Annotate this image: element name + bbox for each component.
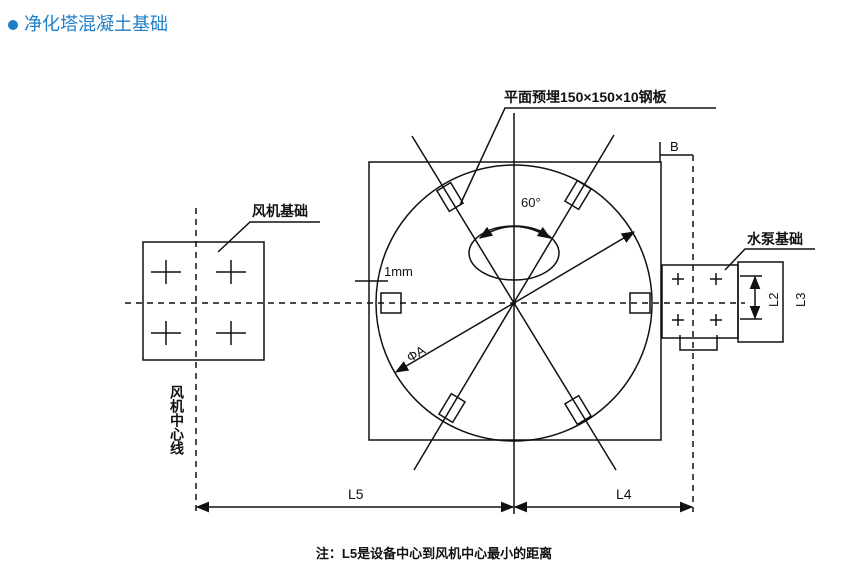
l2-label: L2 bbox=[766, 293, 781, 307]
fan-foundation bbox=[142, 241, 265, 361]
pump-bracket bbox=[679, 335, 718, 351]
tower-base-outline bbox=[368, 161, 662, 441]
angle-label: 60° bbox=[521, 195, 541, 210]
pump-leader bbox=[724, 248, 815, 271]
embedded-plates bbox=[380, 179, 651, 426]
bullet-icon bbox=[8, 20, 18, 30]
note-text: 注：L5是设备中心到风机中心最小的距离 bbox=[316, 546, 552, 561]
pump-foundation bbox=[661, 264, 739, 339]
plate-label: 平面预埋150×150×10钢板 bbox=[504, 89, 668, 105]
diameter-arrow bbox=[394, 302, 515, 373]
l5-label: L5 bbox=[348, 486, 364, 502]
pump-label: 水泵基础 bbox=[747, 231, 803, 247]
anchor-marks-fan bbox=[151, 260, 246, 345]
diameter-label: ΦA bbox=[404, 342, 428, 365]
radius-arrow bbox=[513, 231, 636, 304]
b-label: B bbox=[670, 139, 679, 154]
section-title: 净化塔混凝土基础 bbox=[8, 13, 168, 37]
angle-arc-arrow bbox=[478, 225, 552, 239]
fan-centerline-label: 风机中心线 bbox=[169, 385, 185, 456]
fan-label: 风机基础 bbox=[252, 203, 308, 219]
pump-body bbox=[737, 261, 784, 343]
gap-label: 1mm bbox=[384, 264, 413, 279]
anchor-marks-pump bbox=[672, 273, 722, 326]
plate-leader bbox=[459, 107, 716, 206]
section-title-text: 净化塔混凝土基础 bbox=[24, 14, 168, 35]
l4-label: L4 bbox=[616, 486, 632, 502]
fan-leader bbox=[217, 221, 320, 253]
l3-label: L3 bbox=[793, 293, 808, 307]
